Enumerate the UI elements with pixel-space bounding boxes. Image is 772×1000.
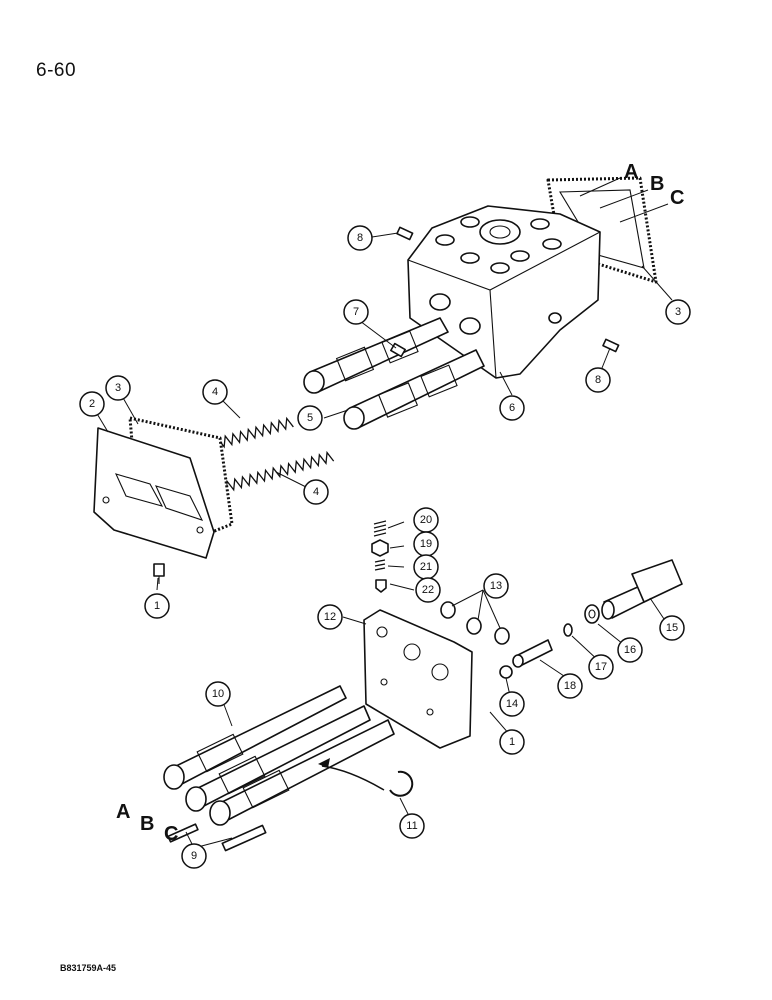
- svg-text:4: 4: [212, 386, 218, 398]
- svg-text:18: 18: [564, 680, 576, 692]
- svg-text:4: 4: [313, 486, 319, 498]
- callout-15: 15: [659, 615, 685, 641]
- callout-3-left: 3: [105, 375, 131, 401]
- detent-nut: [371, 539, 389, 557]
- callout-17: 17: [588, 654, 614, 680]
- oring-16: [584, 604, 600, 624]
- valve-body: [407, 205, 601, 379]
- detent-spring-upper: [373, 520, 387, 537]
- callout-1-top: 1: [144, 593, 170, 619]
- upper-spool-b: [343, 349, 485, 430]
- svg-text:8: 8: [357, 232, 363, 244]
- pin-lower: [221, 824, 267, 852]
- svg-text:3: 3: [675, 306, 681, 318]
- callout-22: 22: [415, 577, 441, 603]
- callout-21: 21: [413, 554, 439, 580]
- svg-text:3: 3: [115, 382, 121, 394]
- svg-text:20: 20: [420, 514, 432, 526]
- svg-text:2: 2: [89, 398, 95, 410]
- svg-text:1: 1: [509, 736, 515, 748]
- upper-spool-a: [303, 317, 449, 394]
- callout-5: 5: [297, 405, 323, 431]
- figure-code: B831759A-45: [60, 963, 117, 973]
- letter-a-top: A: [624, 161, 638, 183]
- svg-text:11: 11: [406, 820, 417, 832]
- callout-1-bottom: 1: [499, 729, 525, 755]
- lower-spool-c: [209, 719, 395, 826]
- svg-text:8: 8: [595, 374, 601, 386]
- ball-14: [499, 665, 513, 679]
- detent-ball: [375, 579, 387, 593]
- callout-6: 6: [499, 395, 525, 421]
- letter-a-bottom: A: [116, 801, 130, 823]
- lower-spool-a: [163, 685, 347, 790]
- plunger: [512, 639, 553, 668]
- letter-c-bottom: C: [164, 823, 178, 845]
- seal-17: [563, 623, 573, 637]
- callout-8-right: 8: [585, 367, 611, 393]
- callout-19: 19: [413, 531, 439, 557]
- svg-text:14: 14: [506, 698, 518, 710]
- callout-10: 10: [205, 681, 231, 707]
- callout-3-right: 3: [665, 299, 691, 325]
- svg-text:21: 21: [420, 561, 432, 573]
- callout-16: 16: [617, 637, 643, 663]
- svg-text:16: 16: [624, 644, 636, 656]
- callout-13: 13: [483, 573, 509, 599]
- lower-spool-b: [185, 705, 371, 812]
- letter-c-top: C: [670, 187, 684, 209]
- svg-text:1: 1: [154, 600, 160, 612]
- svg-text:13: 13: [490, 580, 502, 592]
- detent-spring-lower: [374, 559, 386, 571]
- arrow: [318, 758, 385, 791]
- svg-text:15: 15: [666, 622, 678, 634]
- svg-text:19: 19: [420, 538, 432, 550]
- callout-4-top: 4: [202, 379, 228, 405]
- snap-ring: [389, 770, 414, 797]
- svg-text:9: 9: [191, 850, 197, 862]
- pin-upper: [167, 823, 199, 843]
- callout-8-top: 8: [347, 225, 373, 251]
- cover-screw: [153, 563, 165, 584]
- fitting: [601, 559, 683, 620]
- end-cover: [93, 427, 215, 559]
- svg-text:10: 10: [212, 688, 224, 700]
- upper-spring-bottom: [225, 450, 335, 493]
- screw-top: [396, 226, 414, 241]
- letter-b-top: B: [650, 173, 664, 195]
- callout-4-bottom: 4: [303, 479, 329, 505]
- callout-9: 9: [181, 843, 207, 869]
- svg-text:22: 22: [422, 584, 434, 596]
- callout-2: 2: [79, 391, 105, 417]
- svg-text:6: 6: [509, 402, 515, 414]
- callout-12: 12: [317, 604, 343, 630]
- svg-text:7: 7: [353, 306, 359, 318]
- svg-text:5: 5: [307, 412, 313, 424]
- screw-right: [602, 338, 620, 353]
- callout-7: 7: [343, 299, 369, 325]
- letter-b-bottom: B: [140, 813, 154, 835]
- svg-text:17: 17: [595, 661, 607, 673]
- callout-18: 18: [557, 673, 583, 699]
- valve-plate: [363, 609, 473, 749]
- page-number: 6-60: [36, 60, 77, 81]
- callout-20: 20: [413, 507, 439, 533]
- callout-11: 11: [399, 813, 425, 839]
- washers: [440, 601, 510, 645]
- svg-text:12: 12: [324, 611, 336, 623]
- callout-14: 14: [499, 691, 525, 717]
